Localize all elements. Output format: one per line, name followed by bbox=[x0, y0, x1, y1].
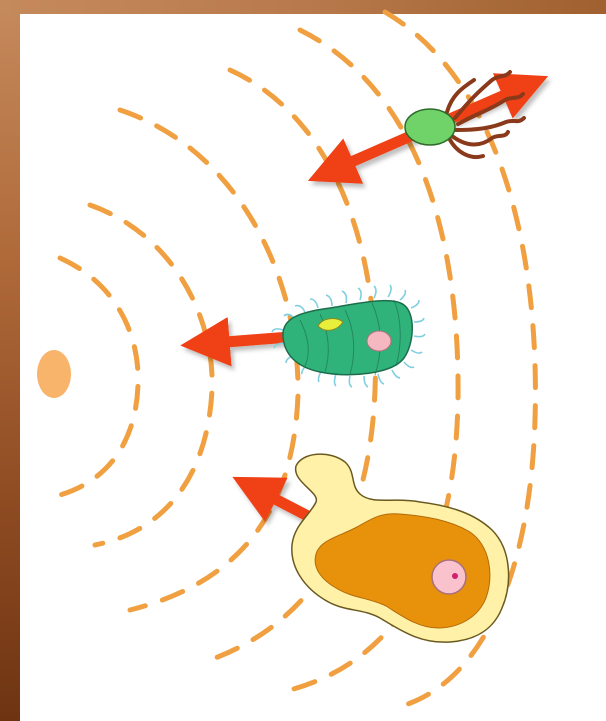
signal-source-icon bbox=[37, 350, 71, 398]
ciliate-arrow bbox=[200, 337, 290, 344]
signal-wave-2 bbox=[90, 205, 212, 545]
ciliate-nucleus bbox=[367, 331, 391, 351]
amoeba-nucleolus bbox=[452, 573, 458, 579]
amoeba-nucleus bbox=[432, 560, 466, 594]
ciliate-cell-icon bbox=[272, 285, 425, 387]
amoeba-cell-icon bbox=[292, 454, 509, 642]
signal-wave-1 bbox=[60, 258, 138, 495]
flagella bbox=[447, 72, 524, 157]
